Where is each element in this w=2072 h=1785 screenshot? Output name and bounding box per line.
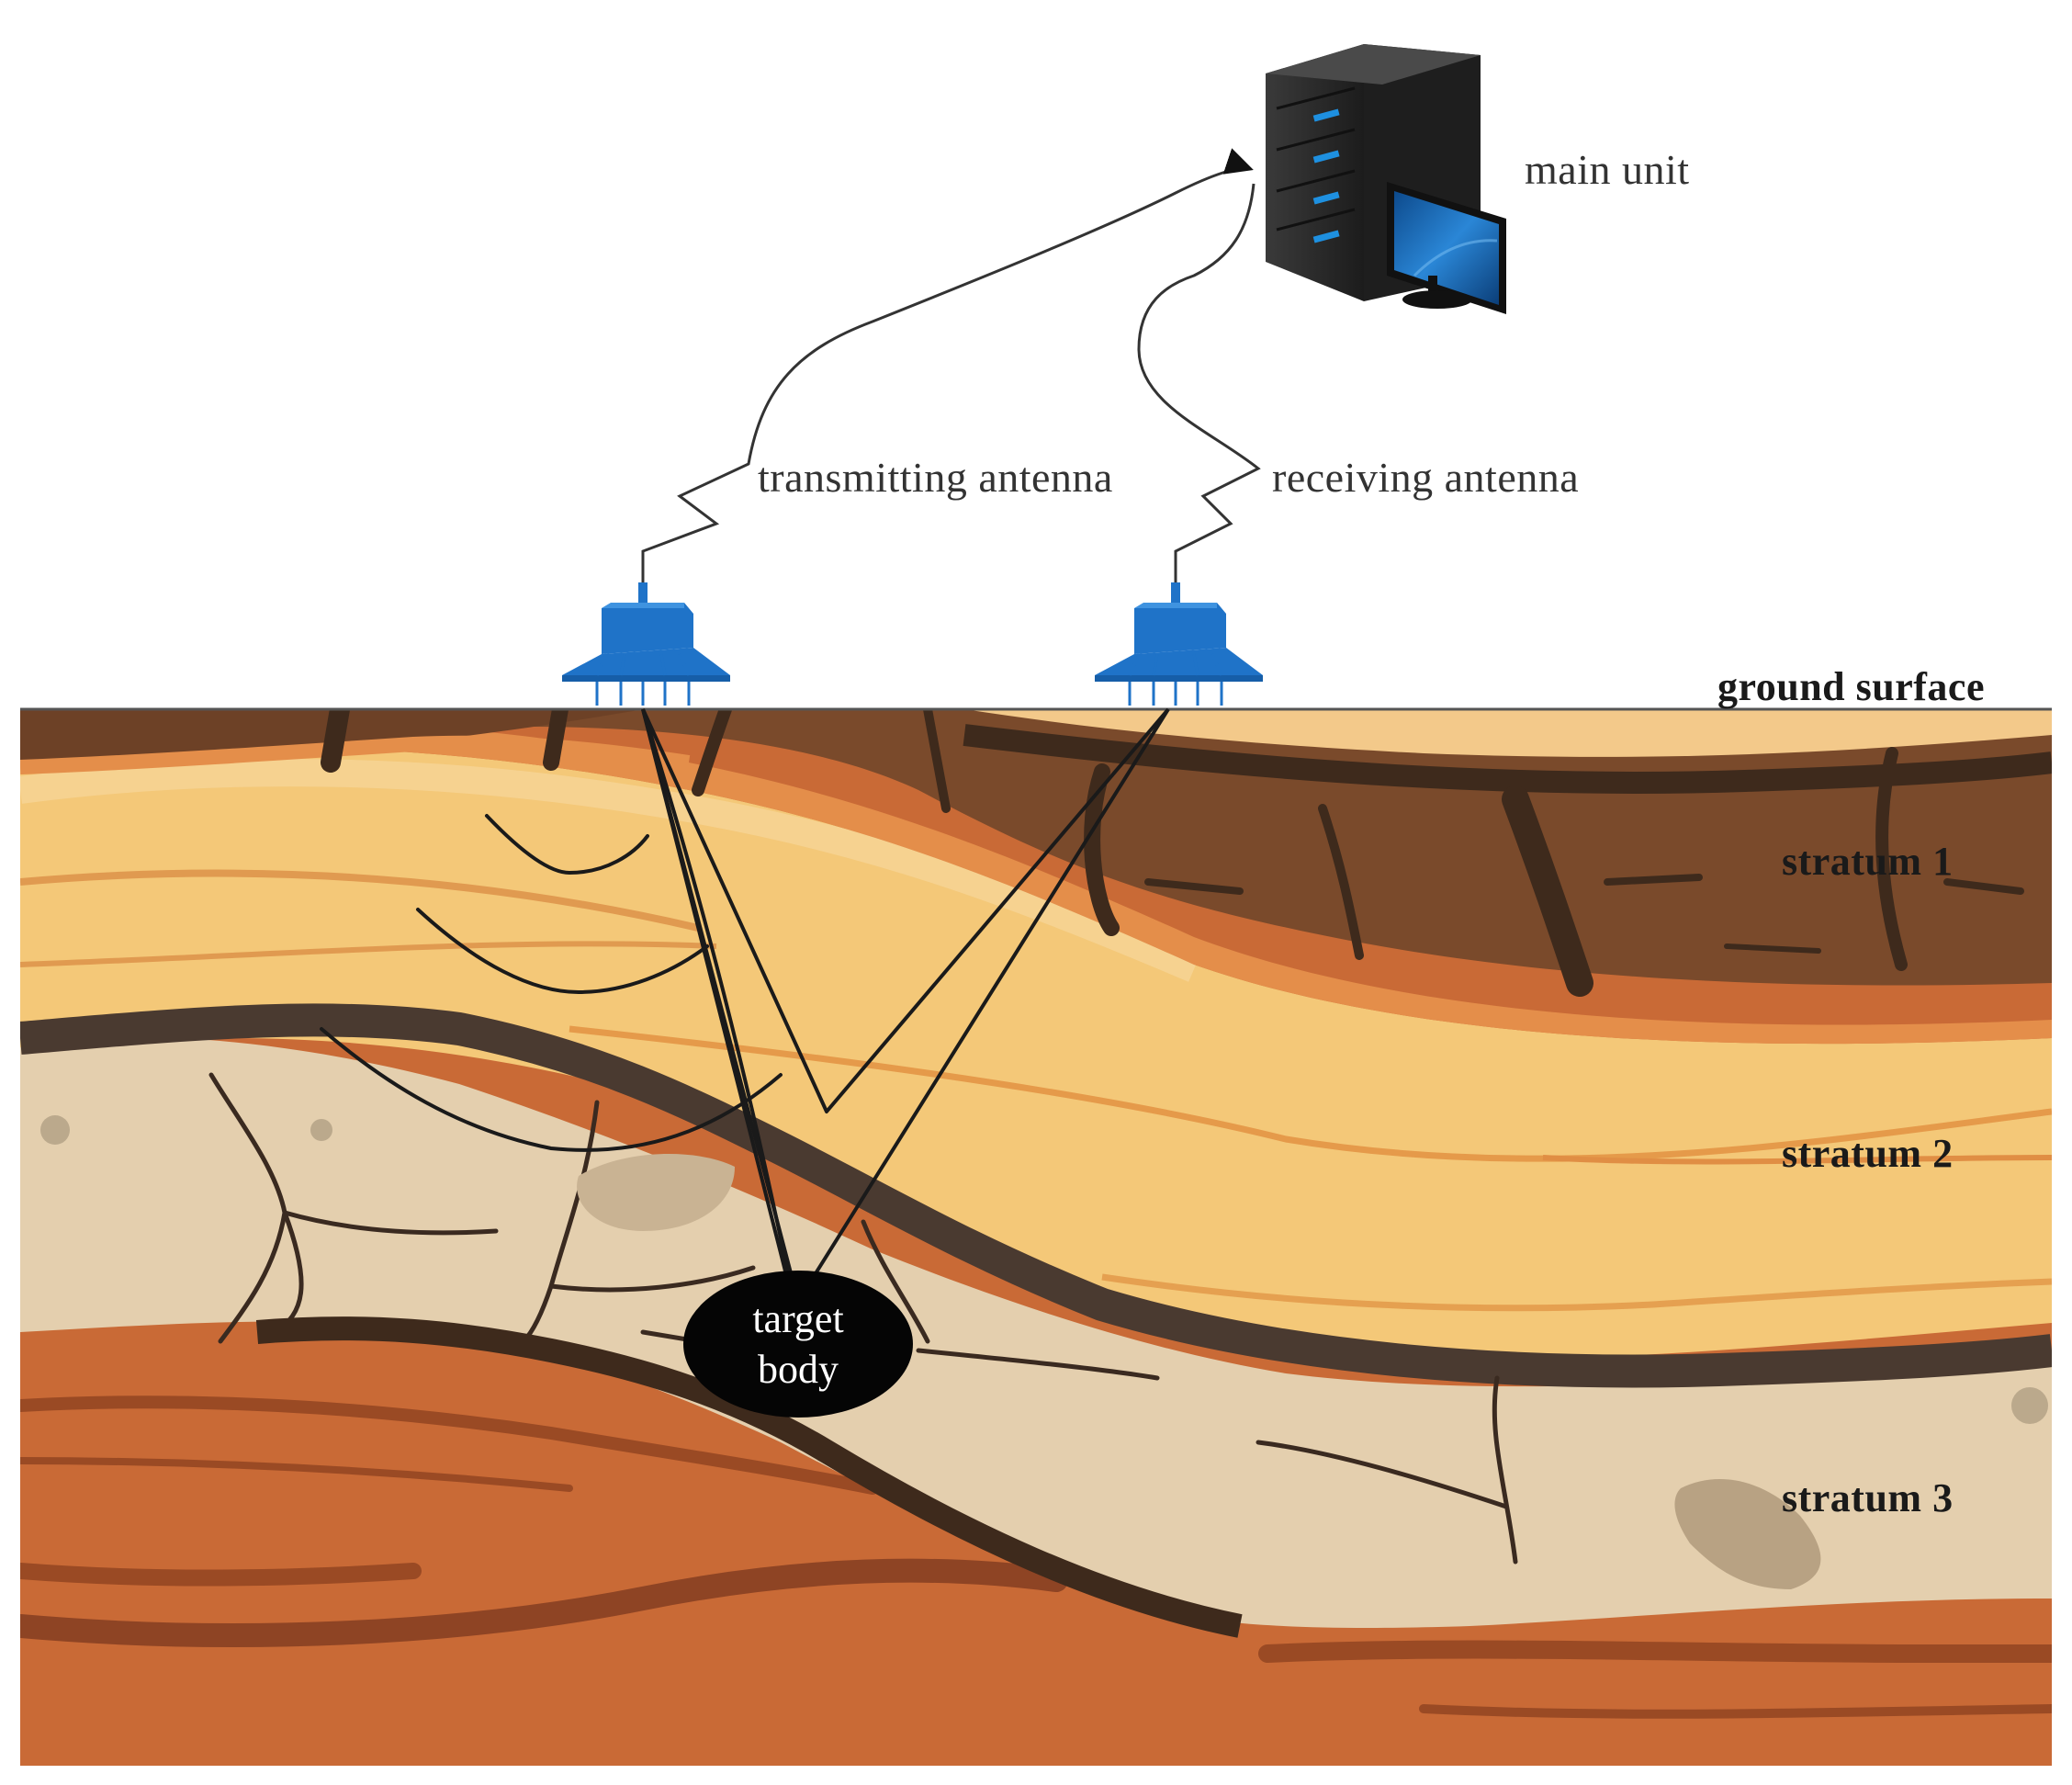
- target-label-line2: body: [758, 1347, 839, 1392]
- dark-boundary-band: [20, 1003, 2052, 1388]
- main-unit-label: main unit: [1525, 146, 1690, 193]
- ground-cross-section: [20, 709, 2052, 1766]
- transmitting-antenna-icon: [562, 582, 730, 706]
- target-body: target body: [683, 1271, 913, 1418]
- stratum-1-label: stratum 1: [1782, 839, 1954, 884]
- receiving-antenna-label: receiving antenna: [1272, 454, 1579, 501]
- receiving-antenna-icon: [1095, 582, 1263, 706]
- reflection-arcs: [320, 814, 783, 1152]
- stratum-3-layer: [20, 1035, 2052, 1628]
- wave-reflection-lines: [641, 707, 1170, 1309]
- stratum-3-label: stratum 3: [1782, 1475, 1954, 1520]
- target-label-line1: target: [752, 1296, 843, 1341]
- transmitting-antenna-label: transmitting antenna: [758, 454, 1113, 501]
- stratum-2-layer: [20, 747, 2052, 1360]
- ground-surface-label: ground surface: [1717, 664, 1985, 709]
- cables: [641, 148, 1261, 582]
- monitor-icon: [1387, 182, 1506, 314]
- stratum-2-label: stratum 2: [1782, 1131, 1954, 1176]
- rock: [1674, 1479, 1821, 1589]
- rock: [577, 1154, 735, 1231]
- main-unit-icon: [1266, 44, 1506, 314]
